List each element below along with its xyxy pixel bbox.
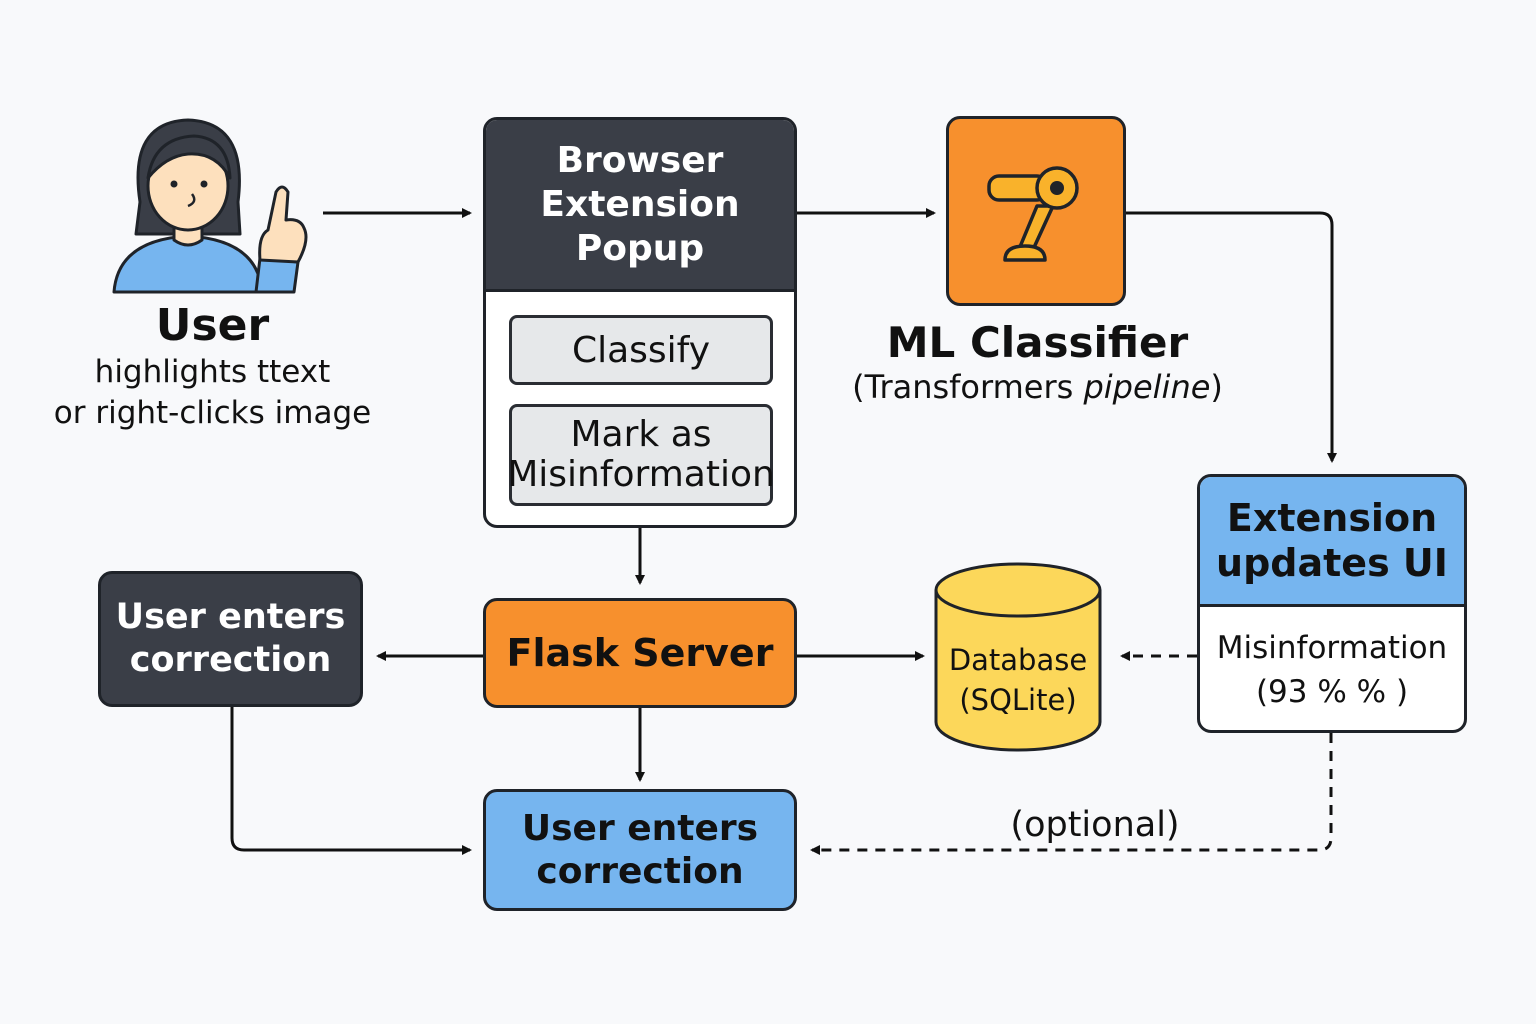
mark-button-line1: Mark as xyxy=(570,414,712,455)
optional-label: (optional) xyxy=(1010,805,1180,845)
database-cylinder-icon xyxy=(930,560,1106,755)
user-desc-line2: or right-clicks image xyxy=(53,395,372,431)
user-avatar-icon xyxy=(108,112,318,297)
ext-title-line1: Extension xyxy=(1226,495,1438,540)
ml-sub-italic: pipeline xyxy=(1083,368,1211,406)
user-enters-correction-blue-box: User enters correction xyxy=(483,789,797,911)
user-title: User xyxy=(155,300,270,351)
database-label: Database (SQLite) xyxy=(930,640,1106,720)
database-line2: (SQLite) xyxy=(959,683,1077,717)
popup-title-line2: Extension xyxy=(540,183,740,225)
flask-server-box: Flask Server xyxy=(483,598,797,708)
popup-title-line1: Browser xyxy=(556,139,724,181)
user-enters-correction-dark-box: User enters correction xyxy=(98,571,363,707)
ext-result-line2: (93 % % ) xyxy=(1255,674,1409,710)
correction-dark-line1: User enters xyxy=(115,597,346,637)
flask-server-label: Flask Server xyxy=(506,631,774,675)
extension-result: Misinformation (93 % % ) xyxy=(1200,607,1464,730)
extension-updates-ui-header: Extension updates UI xyxy=(1200,477,1464,607)
robot-arm-icon xyxy=(987,166,1079,262)
arrow-dark-to-blue xyxy=(230,707,472,855)
arrow-ml-to-ext xyxy=(1126,211,1337,463)
ml-sub-close: ) xyxy=(1210,368,1223,406)
user-desc-line1: highlights ttext xyxy=(94,354,331,390)
browser-extension-popup: Browser Extension Popup Classify Mark as… xyxy=(483,117,797,528)
correction-blue-line1: User enters xyxy=(521,808,759,849)
ext-result-line1: Misinformation xyxy=(1216,630,1448,666)
classify-button-label: Classify xyxy=(571,329,711,371)
popup-header: Browser Extension Popup xyxy=(486,120,794,292)
correction-blue-line2: correction xyxy=(536,851,744,892)
database-line1: Database xyxy=(948,643,1088,677)
arrow-ext-to-correction-optional xyxy=(810,733,1333,855)
ml-sub-open: (Transformers xyxy=(852,368,1084,406)
ext-title-line2: updates UI xyxy=(1216,540,1448,585)
ml-classifier-subtitle: (Transformers pipeline) xyxy=(830,368,1245,406)
extension-updates-ui-box: Extension updates UI Misinformation (93 … xyxy=(1197,474,1467,733)
ml-classifier-title: ML Classifier xyxy=(886,318,1189,367)
ml-classifier-box xyxy=(946,116,1126,306)
mark-button-line2: Misinformation xyxy=(507,454,775,495)
mark-as-misinformation-button[interactable]: Mark as Misinformation xyxy=(507,404,775,506)
correction-dark-line2: correction xyxy=(129,640,332,680)
classify-button[interactable]: Classify xyxy=(509,315,773,385)
popup-title-line3: Popup xyxy=(575,227,705,269)
user-description: highlights ttext or right-clicks image xyxy=(40,352,385,434)
